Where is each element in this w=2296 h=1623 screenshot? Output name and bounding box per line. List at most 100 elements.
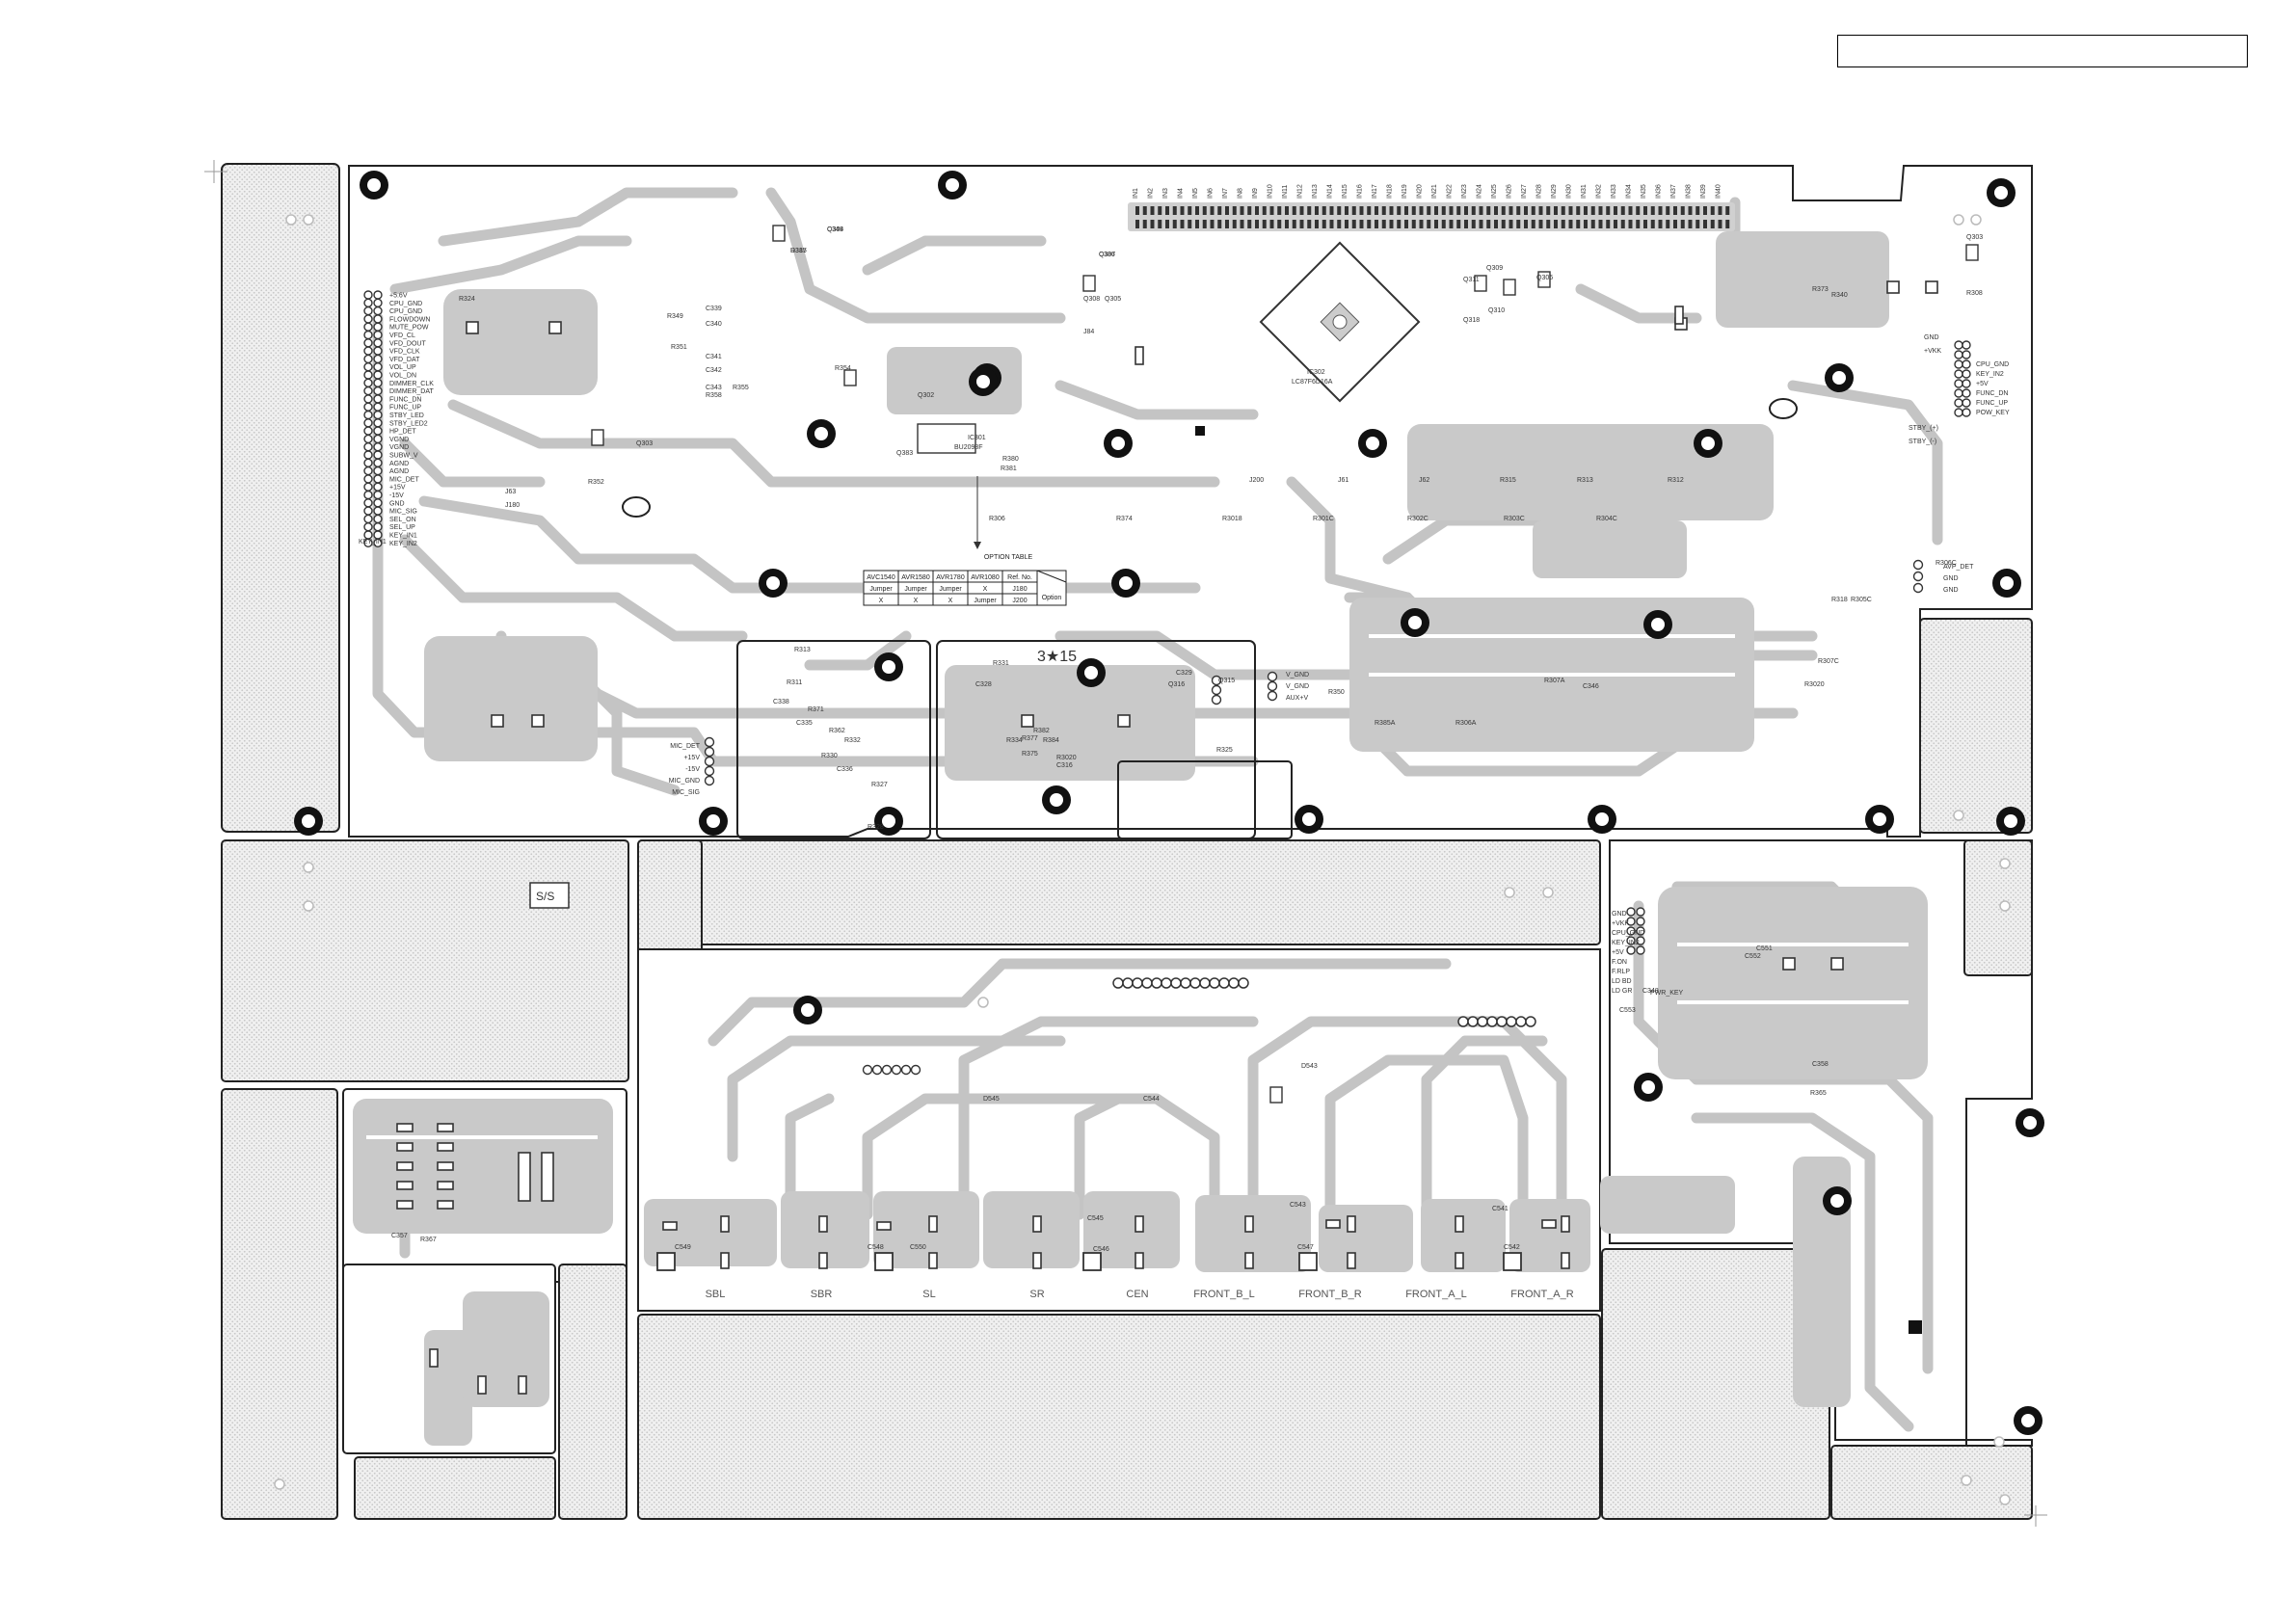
header-pin	[1561, 220, 1565, 228]
header-pin	[1397, 220, 1402, 228]
ref-designator: C328	[975, 681, 992, 688]
board-bottom-center	[637, 1314, 1601, 1520]
header-pin	[1232, 206, 1237, 215]
connector-pin	[1525, 1016, 1536, 1027]
connector-pin	[1636, 926, 1645, 936]
header-pin	[1299, 220, 1304, 228]
connector-pin	[363, 290, 373, 300]
header-pin	[1307, 220, 1312, 228]
header-pin	[1725, 206, 1730, 215]
header-pin	[1411, 206, 1416, 215]
svg-text:V_GND: V_GND	[1286, 672, 1309, 678]
header-pin	[1658, 220, 1663, 228]
ref-designator: R349	[667, 313, 683, 320]
connector-pin	[373, 426, 383, 436]
board-center-middle	[637, 839, 1601, 945]
ref-designator: C553	[1619, 1007, 1636, 1014]
header-pin-label: IN19	[1402, 184, 1408, 199]
header-pin	[1188, 220, 1192, 228]
header-pin	[1292, 206, 1296, 215]
ref-designator: C544	[1143, 1096, 1160, 1103]
connector-pin	[1962, 350, 1971, 359]
header-pin	[1165, 220, 1169, 228]
header-pin	[1269, 206, 1274, 215]
ref-designator: R313	[794, 647, 811, 653]
connector-pin	[1506, 1016, 1517, 1027]
key-block-label: KEY_IN2	[1612, 940, 1640, 946]
ref-designator: Q303	[1966, 234, 1983, 241]
key-block-label: LD GR	[1612, 988, 1632, 995]
ref-designator: R325	[1216, 747, 1233, 754]
connector-pin	[1170, 977, 1182, 989]
header-pin	[1584, 220, 1588, 228]
ref-designator: R324	[459, 296, 475, 303]
ref-designator: R3020	[1804, 681, 1825, 688]
header-pin	[1172, 220, 1177, 228]
connector-pin	[373, 306, 383, 316]
connector-pin	[373, 450, 383, 460]
ref-designator: R375	[1022, 751, 1038, 758]
header-pin	[1359, 206, 1364, 215]
header-pin-label: IN29	[1551, 184, 1558, 199]
ref-designator: R380	[1002, 456, 1019, 463]
ref-designator: R306	[989, 516, 1005, 522]
connector-pin	[1954, 379, 1963, 388]
connector-pin-label: FUNC_UP	[389, 405, 421, 412]
option-table-header: AVC1540	[867, 574, 895, 581]
header-pin	[1568, 220, 1573, 228]
ref-designator: R303C	[1504, 516, 1525, 522]
header-pin-label: IN15	[1342, 184, 1348, 199]
ss-box: S/S	[529, 882, 570, 909]
ref-designator: R3020	[1056, 755, 1077, 761]
connector-pin	[1626, 917, 1636, 926]
header-pin-label: IN3	[1162, 188, 1169, 199]
ref-designator: R308	[1966, 290, 1983, 297]
mounting-hole-bore	[882, 660, 895, 674]
header-pin	[1359, 220, 1364, 228]
connector-pin	[373, 370, 383, 380]
option-table-header: Ref. No.	[1007, 574, 1032, 581]
connector-pin	[1954, 388, 1963, 398]
connector-pin	[1626, 936, 1636, 945]
ref-designator: Q303	[636, 440, 653, 447]
connector-pin	[373, 410, 383, 420]
connector-pin	[373, 498, 383, 508]
connector-pin	[1954, 408, 1963, 417]
header-pin	[1285, 206, 1289, 215]
header-pin	[1337, 206, 1342, 215]
connector-pin	[1199, 977, 1211, 989]
ref-designator: Q306	[1536, 275, 1553, 281]
connector-pin	[363, 402, 373, 412]
connector-pin	[1141, 977, 1153, 989]
header-pin	[1427, 220, 1431, 228]
connector-pin-label: VGND	[389, 444, 409, 451]
connector-pin-label: MIC_DET	[389, 476, 419, 483]
header-pin	[1389, 206, 1394, 215]
header-pin	[1441, 220, 1446, 228]
header-pin	[1434, 220, 1438, 228]
output-label: SBR	[811, 1289, 833, 1300]
connector-pin	[363, 482, 373, 492]
ref-designator: R306A	[1455, 720, 1477, 727]
header-pin	[1636, 206, 1641, 215]
header-pin	[1285, 220, 1289, 228]
header-pin	[1367, 206, 1372, 215]
ref-designator: D543	[1301, 1063, 1318, 1070]
connector-pin	[1180, 977, 1191, 989]
connector-pin	[1636, 917, 1645, 926]
connector-pin-label: KEY_IN1	[389, 533, 417, 540]
connector-pin	[363, 354, 373, 364]
left-connector	[363, 290, 383, 547]
ref-designator: D545	[983, 1096, 1000, 1103]
header-pin	[1703, 220, 1707, 228]
ref-designator: R373	[1812, 286, 1829, 293]
header-pin	[1255, 206, 1259, 215]
connector-pin	[1467, 1016, 1479, 1027]
ref-designator: C543	[1290, 1202, 1306, 1209]
ref-designator: C339	[706, 306, 722, 312]
connector-pin	[373, 530, 383, 540]
connector-pin	[373, 434, 383, 444]
header-pin	[1620, 206, 1625, 215]
svg-text:GND: GND	[1943, 575, 1959, 582]
ref-designator: R328	[868, 824, 884, 831]
